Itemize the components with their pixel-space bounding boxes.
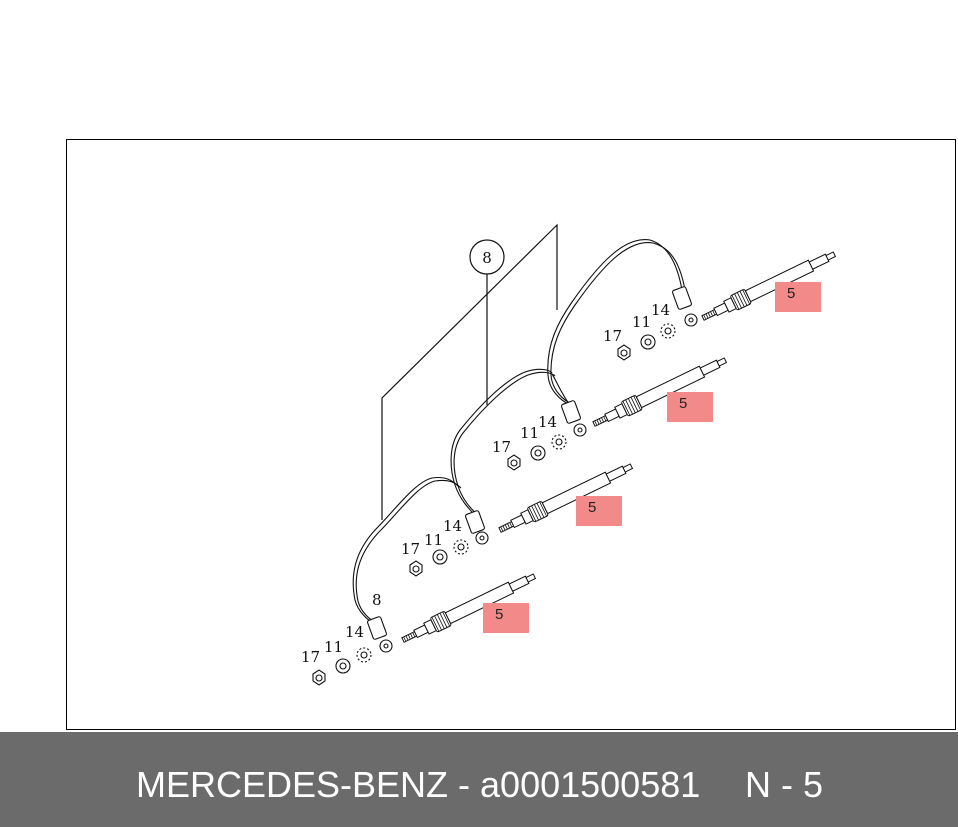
label-14-d: 14 xyxy=(345,623,364,641)
glow-plug xyxy=(592,357,728,427)
glow-plug xyxy=(401,573,537,643)
circled-label-8: 8 xyxy=(469,239,505,275)
label-8: 8 xyxy=(372,591,382,609)
part-number-title: MERCEDES-BENZ - a0001500581 xyxy=(136,764,701,805)
hardware xyxy=(312,323,676,686)
glow-plugs xyxy=(401,251,837,643)
label-14-b: 14 xyxy=(538,413,557,431)
label-17-c: 17 xyxy=(401,540,420,558)
bracket-line xyxy=(381,223,558,520)
label-17-d: 17 xyxy=(301,648,320,666)
connector-lines xyxy=(381,223,558,520)
page-reference: N - 5 xyxy=(745,764,824,805)
wires xyxy=(352,239,686,626)
svg-text:8: 8 xyxy=(482,249,492,267)
label-11-d: 11 xyxy=(324,638,343,656)
label-14-c: 14 xyxy=(443,517,462,535)
label-11-b: 11 xyxy=(520,424,539,442)
part-5-callout-a: 5 xyxy=(775,282,821,312)
part-5-callout-c: 5 xyxy=(576,496,622,526)
part-5-callout-d: 5 xyxy=(483,603,529,633)
label-11-c: 11 xyxy=(424,531,443,549)
glow-plug xyxy=(498,463,634,533)
footer-bar: MERCEDES-BENZ - a0001500581 N - 5 xyxy=(0,732,958,827)
part-labels: 17 11 14 17 11 14 17 11 14 17 11 14 8 xyxy=(301,301,670,666)
label-11-a: 11 xyxy=(632,313,651,331)
part-5-callout-b: 5 xyxy=(667,392,713,422)
label-17-a: 17 xyxy=(603,327,622,345)
label-17-b: 17 xyxy=(492,438,511,456)
glow-plug xyxy=(701,251,837,321)
label-14-a: 14 xyxy=(651,301,670,319)
wire-terminals xyxy=(367,286,698,653)
